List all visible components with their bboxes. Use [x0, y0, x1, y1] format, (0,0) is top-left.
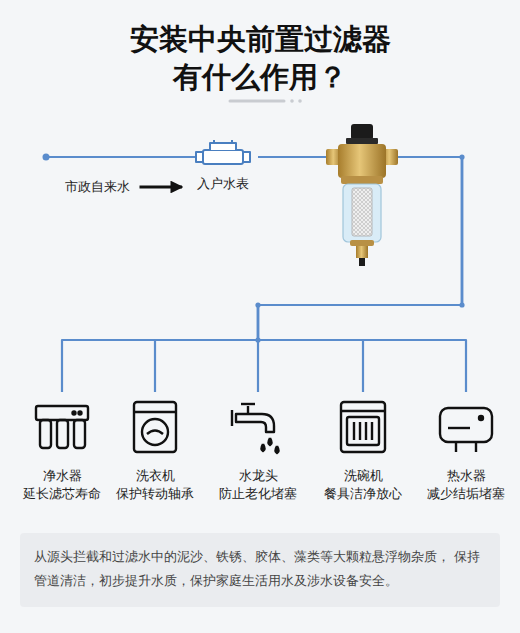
- washing-machine-icon: [134, 402, 176, 452]
- source-label: 市政自来水: [61, 177, 134, 197]
- node-subtitle: 防止老化堵塞: [219, 486, 297, 502]
- node-label: 净水器: [23, 468, 101, 484]
- caption: 从源头拦截和过滤水中的泥沙、铁锈、胶体、藻类等大颗粒悬浮物杂质， 保持管道清洁，…: [20, 533, 500, 607]
- water-purifier-icon: [36, 406, 88, 448]
- appliance-node: 洗衣机保护转动轴承: [112, 392, 198, 504]
- node-label: 热水器: [427, 468, 505, 484]
- pipe-joint: [459, 154, 464, 159]
- node-label: 水龙头: [219, 468, 297, 484]
- node-subtitle: 减少结垢堵塞: [427, 486, 505, 502]
- node-label: 洗碗机: [324, 468, 402, 484]
- title-decoration: [230, 99, 302, 103]
- node-subtitle: 保护转动轴承: [116, 486, 194, 502]
- appliance-node: 热水器减少结垢堵塞: [423, 392, 509, 504]
- appliance-node: 水龙头防止老化堵塞: [215, 392, 301, 504]
- node-subtitle: 餐具洁净放心: [324, 486, 402, 502]
- water-heater-icon: [440, 408, 492, 452]
- node-label: 入户水表: [192, 176, 254, 192]
- flow-arrow: [140, 185, 183, 188]
- water-pipe: [258, 157, 466, 392]
- faucet-icon: [232, 404, 279, 453]
- node-subtitle: 延长滤芯寿命: [23, 486, 101, 502]
- node-label: 市政自来水: [65, 179, 130, 195]
- filter-body: [326, 124, 398, 266]
- water-pipe: [155, 157, 462, 392]
- title: 安装中央前置过滤器 有什么作用？: [115, 20, 405, 96]
- water-meter-icon: [196, 140, 250, 164]
- appliance-node: 净水器延长滤芯寿命: [19, 392, 105, 504]
- pipe-joint: [255, 302, 260, 307]
- water-pipe: [258, 157, 462, 392]
- node-label: 洗衣机: [116, 468, 194, 484]
- meter-node: 入户水表: [188, 138, 258, 194]
- inlet-pipe: [46, 156, 200, 158]
- water-pipe: [62, 157, 462, 392]
- water-pipe: [258, 157, 462, 392]
- pipe-joint: [255, 337, 260, 342]
- appliance-node: 洗碗机餐具洁净放心: [320, 392, 406, 504]
- dishwasher-icon: [341, 402, 385, 452]
- pipe-joint: [459, 302, 464, 307]
